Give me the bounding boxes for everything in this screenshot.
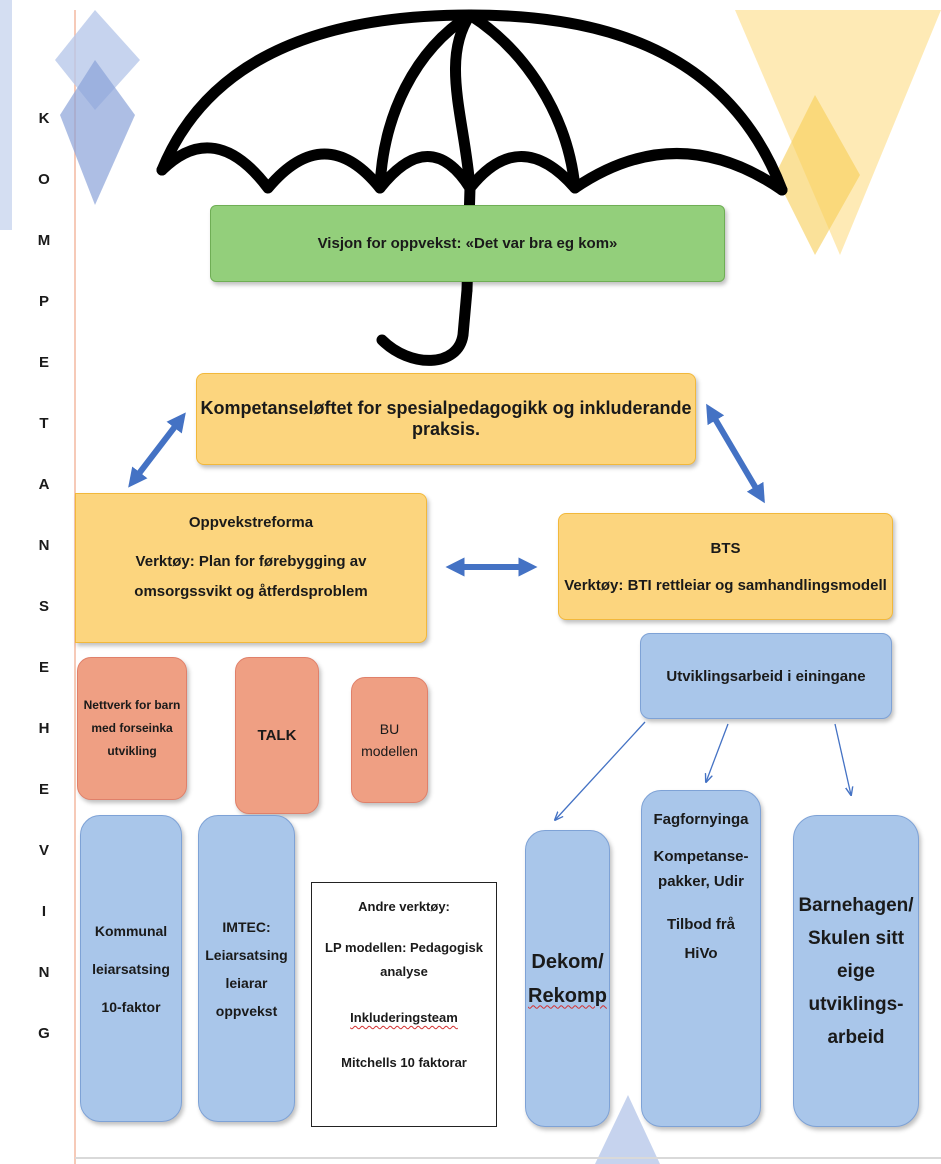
kommunal-box: Kommunal leiarsatsing 10-faktor xyxy=(80,815,182,1122)
andre-inkluderingsteam: Inkluderingsteam xyxy=(350,1010,458,1025)
andre-lp: LP modellen: Pedagogisk analyse xyxy=(325,940,483,979)
blue-diamond-1 xyxy=(55,10,140,110)
side-title-letter: O xyxy=(38,171,50,188)
vision-text: Visjon for oppvekst: «Det var bra eg kom… xyxy=(317,235,618,252)
vision-box: Visjon for oppvekst: «Det var bra eg kom… xyxy=(210,205,725,282)
utviklingsarbeid-text: Utviklingsarbeid i einingane xyxy=(666,667,866,685)
side-title-letter: I xyxy=(41,903,47,920)
fagfornyinga-line: HiVo xyxy=(684,945,718,962)
fagfornyinga-title: Fagfornyinga xyxy=(653,811,749,828)
side-title-letter: E xyxy=(38,354,49,371)
dekom-line: Dekom/ xyxy=(531,950,604,973)
side-title-letter: T xyxy=(39,415,49,432)
side-title-letter: N xyxy=(38,537,50,554)
side-title-letter: S xyxy=(38,598,49,615)
double-arrow-right xyxy=(706,403,765,504)
fagfornyinga-line: Tilbod frå xyxy=(666,916,736,933)
kommunal-line: 10-faktor xyxy=(101,998,161,1015)
side-title-letter: P xyxy=(38,293,49,310)
talk-box: TALK xyxy=(235,657,319,814)
oppvekstreforma-box: Oppvekstreforma Verktøy: Plan for føreby… xyxy=(75,493,427,643)
side-title-letter: M xyxy=(37,232,51,249)
barnehagen-line: eige xyxy=(836,960,876,982)
side-title-letter: N xyxy=(38,964,50,981)
barnehagen-line: Skulen sitt xyxy=(807,927,905,949)
kompetanse-box: Kompetanseløftet for spesialpedagogikk o… xyxy=(196,373,696,465)
nettverk-line: utvikling xyxy=(107,744,157,758)
barnehagen-line: arbeid xyxy=(827,1026,885,1048)
andre-title: Andre verktøy: xyxy=(358,899,450,914)
arrow-to-fagfornyinga xyxy=(706,723,729,782)
imtec-line: Leiarsatsing xyxy=(205,946,288,963)
fagfornyinga-box: Fagfornyinga Kompetanse- pakker, Udir Ti… xyxy=(641,790,761,1127)
dekom-box: Dekom/ Rekomp xyxy=(525,830,610,1127)
side-title-letter: K xyxy=(38,110,50,127)
oppvekstreforma-tool: Verktøy: Plan for førebygging av omsorgs… xyxy=(134,553,368,600)
imtec-line: leiarar xyxy=(225,974,268,991)
bu-modellen-box: BU modellen xyxy=(351,677,428,803)
nettverk-line: Nettverk for barn xyxy=(83,698,181,712)
fagfornyinga-line: pakker, Udir xyxy=(658,873,744,890)
andre-verktoy-box: Andre verktøy: LP modellen: Pedagogisk a… xyxy=(311,882,497,1127)
dekom-line: Rekomp xyxy=(528,984,607,1007)
imtec-line: IMTEC: xyxy=(222,918,271,935)
side-title-letter: H xyxy=(38,720,50,737)
kommunal-line: leiarsatsing xyxy=(92,960,170,977)
nettverk-line: med forseinka xyxy=(91,721,173,735)
kompetanse-text: Kompetanseløftet for spesialpedagogikk o… xyxy=(200,398,692,439)
left-page-edge xyxy=(0,0,12,230)
kommunal-line: Kommunal xyxy=(94,922,168,939)
imtec-box: IMTEC: Leiarsatsing leiarar oppvekst xyxy=(198,815,295,1122)
andre-mitchell: Mitchells 10 faktorar xyxy=(341,1055,467,1070)
barnehagen-box: Barnehagen/ Skulen sitt eige utviklings-… xyxy=(793,815,919,1127)
barnehagen-line: Barnehagen/ xyxy=(798,894,914,916)
side-title-letter: V xyxy=(38,842,49,859)
utviklingsarbeid-box: Utviklingsarbeid i einingane xyxy=(640,633,892,719)
nettverk-box: Nettverk for barn med forseinka utviklin… xyxy=(77,657,187,800)
bu-line: modellen xyxy=(361,743,418,759)
bts-box: BTS Verktøy: BTI rettleiar og samhandlin… xyxy=(558,513,893,620)
arrow-to-dekom xyxy=(555,721,646,820)
yellow-triangle-2 xyxy=(775,95,860,255)
yellow-triangle-1 xyxy=(735,10,941,255)
bts-title: BTS xyxy=(710,539,741,557)
talk-text: TALK xyxy=(257,727,297,744)
double-arrow-left xyxy=(128,412,186,488)
barnehagen-line: utviklings- xyxy=(808,993,904,1015)
side-title-letter: E xyxy=(38,659,49,676)
oppvekstreforma-title: Oppvekstreforma xyxy=(188,514,314,531)
blue-triangle-bottom xyxy=(595,1095,660,1164)
side-title-letter: A xyxy=(38,476,50,493)
side-title-letter: E xyxy=(38,781,49,798)
side-title-letter: G xyxy=(38,1025,50,1042)
imtec-line: oppvekst xyxy=(215,1002,278,1019)
bts-tool: Verktøy: BTI rettleiar og samhandlingsmo… xyxy=(564,576,887,594)
bu-line: BU xyxy=(379,721,400,737)
blue-diamond-2 xyxy=(60,60,135,205)
fagfornyinga-line: Kompetanse- xyxy=(653,848,749,865)
arrow-to-barnehagen xyxy=(834,723,851,795)
